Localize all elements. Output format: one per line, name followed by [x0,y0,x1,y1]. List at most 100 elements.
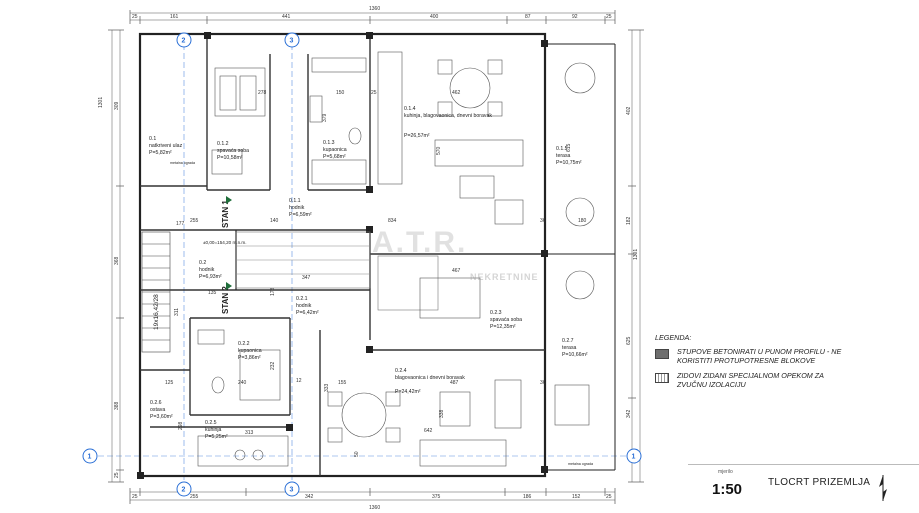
dim-text: 441 [282,14,291,20]
room-name: natkriveni ulaz [149,143,183,149]
dim-top-total: 1360 [369,6,380,12]
stairs-label: 19x16,42/28 [153,294,160,330]
room-name: terasa [556,153,571,159]
dim-text: 36 [540,218,546,224]
room-area: P=3,60m² [150,414,173,420]
room-name: kupaonica [323,147,347,153]
room-id: 0.1.5 [556,146,568,152]
room-name: kuhinja, blagovaonica, dnevni boravak [404,113,492,119]
room-name: kuhinja [205,427,222,433]
swatch-icon [655,349,669,359]
legend-text: ZIDOVI ZIDANI SPECIJALNOM OPEKOM ZA ZVUČ… [677,371,824,389]
legend-item-walls: ZIDOVI ZIDANI SPECIJALNOM OPEKOM ZA ZVUČ… [655,371,855,389]
swatch-icon [655,373,669,383]
room-id: 0.2.4 [395,368,407,374]
room-id: 0.2.3 [490,310,502,316]
room-name: hodnik [289,205,305,211]
dim-right-total: 1301 [633,249,639,260]
stan1-label: STAN 1 [221,200,230,228]
dim-text: 25 [132,494,138,500]
room-id: 0.2.1 [296,296,308,302]
dimension-ticks [108,10,644,504]
dim-text: 255 [190,494,199,500]
dim-text: 92 [572,14,578,20]
railing-label: metalna ograda [568,462,593,466]
furniture [197,51,596,467]
room-id: 0.2.7 [562,338,574,344]
dim-text: 12 [296,378,302,384]
room-area: P=5,82m² [149,150,172,156]
room-area: P=5,25m² [205,434,228,440]
dim-text: 135 [208,290,217,296]
stan2-label: STAN 2 [221,286,230,314]
dim-bottom-total: 1360 [369,505,380,511]
dim-text: 50 [354,451,360,457]
dim-text: 278 [258,90,267,96]
room-name: terasa [562,345,577,351]
room-name: ostava [150,407,165,413]
grid-label: 1 [632,454,636,461]
room-id: 0.1 [149,136,156,142]
room-id: 0.1.4 [404,106,416,112]
dim-text: 25 [114,472,120,478]
grid-lines [98,44,640,480]
misc-labels: STAN 1 STAN 2 19x16,42/28 ±0,00=154,20 m… [153,161,593,466]
room-area: P=6,42m² [296,310,319,316]
dim-text: 25 [606,494,612,500]
dim-text: 232 [270,361,276,370]
dim-text: 240 [238,380,247,386]
room-id: 0.2.5 [205,420,217,426]
dim-text: 180 [578,218,587,224]
stan-markers [226,196,232,290]
scale: 1:50 [712,481,743,498]
room-id: 0.1.1 [289,198,301,204]
dim-text: 125 [165,380,174,386]
room-name: spavaća soba [490,317,522,323]
room-id: 0.2.2 [238,341,250,347]
dim-text: 36 [540,380,546,386]
room-labels: 0.1 natkriveni ulaz P=5,82m² 0.1.2 spava… [149,106,588,440]
legend-item-columns: STUPOVE BETONIRATI U PUNOM PROFILU - NE … [655,347,855,365]
dim-text: 152 [572,494,581,500]
dim-text: 342 [305,494,314,500]
room-area: P=10,66m² [562,352,588,358]
grid-label: 2 [182,38,186,45]
title-block: mjerilo 1:50 TLOCRT PRIZEMLJA [688,464,919,513]
room-area: P=26,57m² [404,133,430,139]
elevation-label: ±0,00=154,20 m.n.m. [203,240,247,245]
dim-text: 834 [388,218,397,224]
dimension-texts: 1360 25 161 441 400 87 92 25 25 255 342 … [98,6,639,511]
dim-text: 467 [452,268,461,274]
watermark: A.T.R. [372,226,468,259]
dim-text: 161 [170,14,179,20]
room-area: P=12,35m² [490,324,516,330]
dim-text: 388 [114,401,120,410]
grid-label: 1 [88,454,92,461]
dim-text: 25 [132,14,138,20]
dim-text: 462 [452,90,461,96]
dim-text: 182 [626,216,632,225]
dim-text: 400 [430,14,439,20]
room-area: P=10,75m² [556,160,582,166]
room-area: P=6,59m² [289,212,312,218]
legend-text: STUPOVE BETONIRATI U PUNOM PROFILU - NE … [677,347,842,365]
dim-text: 309 [114,101,120,110]
dim-text: 311 [174,308,180,316]
watermark-sub: NEKRETNINE [470,272,539,282]
room-area: P=24,42m² [395,389,421,395]
dim-text: 177 [176,221,185,227]
room-id: 0.1.2 [217,141,229,147]
legend: LEGENDA: STUPOVE BETONIRATI U PUNOM PROF… [655,333,855,395]
plan-title: TLOCRT PRIZEMLJA [768,477,871,488]
dim-text: 25 [606,14,612,20]
dim-text: 347 [302,275,311,281]
grid-label: 2 [182,487,186,494]
room-name: kupaonica [238,348,262,354]
north-arrow-icon [879,475,887,501]
room-name: hodnik [199,267,215,273]
room-area: P=5,68m² [323,154,346,160]
dim-text: 255 [190,218,199,224]
dim-text: 338 [439,409,445,418]
dim-text: 298 [178,421,184,430]
dim-text: 625 [626,336,632,345]
